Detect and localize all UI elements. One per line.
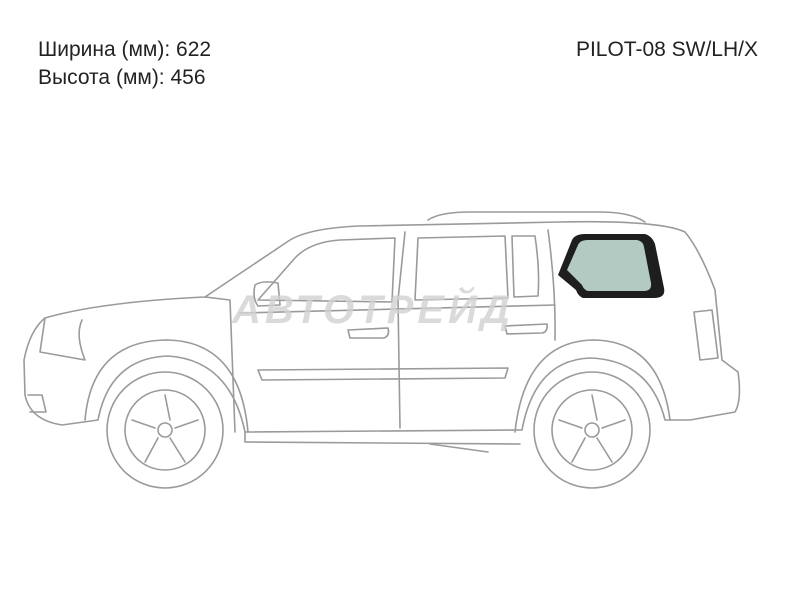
- highlighted-rear-quarter-glass: [558, 234, 665, 298]
- part-code: PILOT-08 SW/LH/X: [575, 38, 758, 61]
- watermark: АВТОТРЕЙД: [232, 288, 514, 332]
- front-wheel: [106, 371, 224, 489]
- car-body-outline: [23, 211, 741, 453]
- rear-wheel: [533, 371, 651, 489]
- height-spec: Высота (мм): 456: [38, 66, 206, 89]
- width-spec: Ширина (мм): 622: [38, 38, 212, 61]
